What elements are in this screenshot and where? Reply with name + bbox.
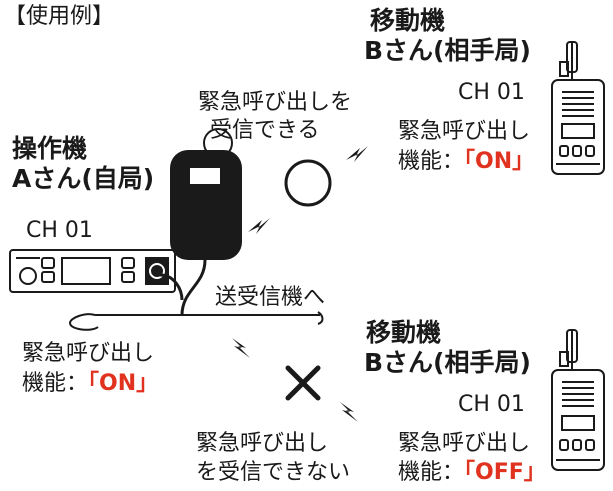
mobile-top-title: 移動機 [370,6,446,35]
mobile-bottom-channel: CH 01 [458,392,525,417]
mobile-top-function: 機能：「ON」 [398,151,534,173]
can-receive-line2: 受信できる [210,118,320,143]
operating-unit-title: 操作機 [12,134,88,163]
operating-unit-function: 機能：「ON」 [22,373,158,395]
handheld-radio-top [551,41,605,175]
operating-unit-channel: CH 01 [26,218,93,243]
receive-ok-icon [284,159,332,207]
can-receive-line1: 緊急呼び出しを [198,90,353,115]
operating-unit-name: Aさん(自局) [12,164,155,193]
cannot-receive-line2: を受信できない [196,460,351,485]
mobile-top-channel: CH 01 [458,80,525,105]
cannot-receive-line1: 緊急呼び出し [196,431,329,456]
example-label: 【使用例】 [4,4,115,29]
mobile-top-name: Bさん(相手局) [364,36,531,65]
function-prefix: 機能： [22,371,89,396]
cable [68,311,324,331]
mobile-bottom-function-label: 緊急呼び出し [398,431,531,456]
function-state: 「OFF」 [464,460,546,485]
function-prefix: 機能： [398,460,465,485]
function-prefix: 機能： [398,149,465,174]
mobile-top-function-label: 緊急呼び出し [398,119,531,144]
radio-wave-icons [232,146,368,422]
receive-ng-icon [285,365,321,401]
function-state: 「ON」 [88,371,159,396]
mobile-bottom-function: 機能：「OFF」 [398,462,546,484]
mobile-bottom-title: 移動機 [366,318,442,347]
handheld-radio-bottom [551,329,605,471]
mobile-bottom-name: Bさん(相手局) [364,348,531,377]
function-state: 「ON」 [464,149,535,174]
to-transceiver-label: 送受信機へ [215,285,326,310]
base-transceiver [9,249,176,293]
hand-microphone [159,128,242,316]
operating-unit-function-label: 緊急呼び出し [22,341,155,366]
